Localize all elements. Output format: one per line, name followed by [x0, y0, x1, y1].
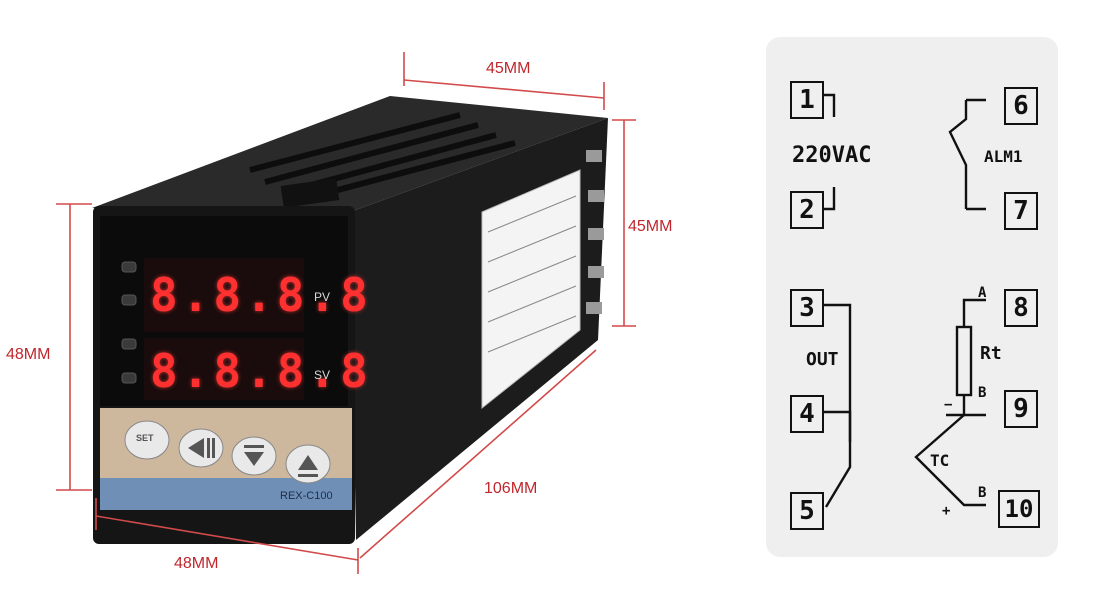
supply-label: 220VAC [792, 143, 872, 168]
tc-label: TC [930, 451, 950, 470]
supply-line-2 [822, 187, 836, 211]
wiring-diagram-panel: 1 2 3 4 5 6 7 8 9 10 220VAC ALM1 OUT Rt … [766, 37, 1058, 557]
dim-bottom-width [95, 515, 359, 561]
alarm-label: ALM1 [984, 147, 1023, 166]
tc-wire [914, 414, 986, 507]
terminal-2: 2 [790, 191, 824, 229]
set-button[interactable] [124, 420, 170, 460]
set-button-label: SET [136, 433, 154, 443]
up-arrow-icon [298, 455, 318, 470]
pv-display: 8.8.8.8 [150, 268, 372, 322]
b-label-10: B [978, 485, 987, 501]
terminal-8: 8 [1004, 289, 1038, 327]
side-sticker [481, 169, 581, 410]
rtd-label: Rt [980, 343, 1002, 364]
terminal-4: 4 [790, 395, 824, 433]
terminal-6: 6 [1004, 87, 1038, 125]
terminal-3: 3 [790, 289, 824, 327]
b-label-9: B [978, 385, 987, 401]
dimension-lines [56, 52, 636, 574]
output-label: OUT [806, 349, 839, 370]
terminal-7: 7 [1004, 192, 1038, 230]
terminal-5: 5 [790, 492, 824, 530]
controller-top-face [92, 96, 608, 212]
model-label: REX-C100 [280, 490, 333, 502]
supply-line-1 [822, 93, 836, 117]
rtd-resistor [955, 325, 973, 397]
top-grille [280, 178, 340, 208]
terminal-10: 10 [998, 490, 1040, 528]
dim-top-width-label: 45MM [486, 60, 531, 77]
output-loop [824, 303, 852, 508]
plus-sign: + [942, 503, 951, 519]
indicator-leds [121, 261, 137, 384]
sv-display: 8.8.8.8 [150, 344, 372, 398]
terminal-1: 1 [790, 81, 824, 119]
down-button[interactable] [231, 436, 277, 476]
pv-label: PV [314, 290, 331, 304]
dim-bottom-width-label: 48MM [174, 555, 219, 572]
sv-display-bg [144, 338, 304, 400]
left-arrow-icon [188, 438, 204, 458]
terminal-9: 9 [1004, 390, 1038, 428]
a-label: A [978, 285, 987, 301]
dim-depth-label: 106MM [484, 480, 538, 497]
side-sticker-lines [487, 195, 577, 353]
dim-top-width [403, 79, 605, 99]
down-arrow-icon [244, 452, 264, 466]
wiring-diagram [822, 93, 986, 508]
alarm-contact [948, 100, 968, 209]
up-button[interactable] [285, 444, 331, 484]
rtd-wire-a [962, 298, 986, 327]
shift-button[interactable] [178, 428, 224, 468]
dim-right-height-label: 45MM [628, 218, 673, 235]
dim-depth [359, 349, 597, 559]
sv-label: SV [314, 368, 331, 382]
pv-display-bg [144, 258, 304, 332]
minus-sign: − [944, 397, 953, 413]
dim-left-height-label: 48MM [6, 346, 51, 363]
terminal-pins [586, 150, 604, 314]
controller-illustration [56, 52, 636, 574]
